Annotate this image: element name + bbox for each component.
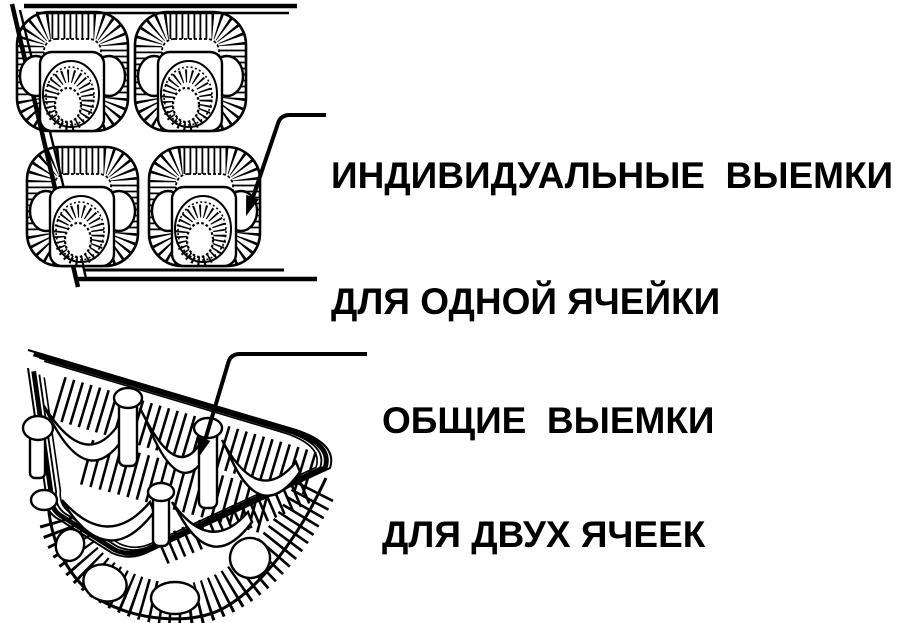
shared-recess-tray-illustration <box>21 349 367 623</box>
recess-cell <box>135 12 246 131</box>
individual-recess-label-line1: ИНДИВИДУАЛЬНЫЕ ВЫЕМКИ <box>331 155 894 196</box>
common-recess-label-line1: ОБЩИЕ ВЫЕМКИ <box>382 400 715 441</box>
leader-arrow-common <box>197 352 367 458</box>
individual-recess-label-line2: ДЛЯ ОДНОЙ ЯЧЕЙКИ <box>331 281 721 322</box>
common-recess-label: ОБЩИЕ ВЫЕМКИ ДЛЯ ДВУХ ЯЧЕЕК <box>382 326 715 623</box>
recess-cell <box>17 12 128 131</box>
tray-base <box>39 477 334 623</box>
arrowhead-icon <box>197 436 211 458</box>
common-recess-label-line2: ДЛЯ ДВУХ ЯЧЕЕК <box>382 514 706 555</box>
recess-cell <box>149 147 260 266</box>
individual-recess-label: ИНДИВИДУАЛЬНЫЕ ВЫЕМКИ ДЛЯ ОДНОЙ ЯЧЕЙКИ <box>331 71 893 407</box>
recess-cell <box>27 147 138 266</box>
divider-posts <box>21 386 224 548</box>
leader-arrow-individual <box>246 113 326 216</box>
arrowhead-icon <box>246 194 259 216</box>
individual-recess-tray-illustration <box>12 4 326 288</box>
